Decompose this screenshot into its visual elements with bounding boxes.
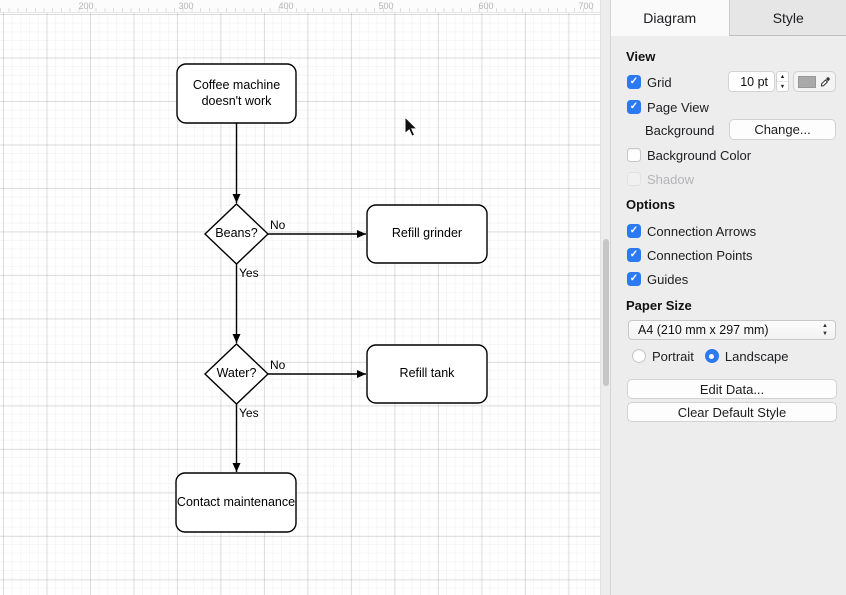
- shadow-row: Shadow: [627, 168, 694, 190]
- shadow-checkbox: [627, 172, 641, 186]
- ruler-label: 500: [378, 1, 394, 11]
- select-arrows-icon: ▲▼: [822, 323, 828, 337]
- orientation-radio-group: Portrait Landscape: [632, 346, 789, 366]
- node-refill-grinder[interactable]: [366, 204, 488, 264]
- format-panel: Diagram Style View ✓ Grid ▲ ▼ ✓ Page Vie…: [610, 0, 846, 595]
- page-view-checkbox[interactable]: ✓: [627, 100, 641, 114]
- node-start-label[interactable]: Coffee machine doesn't work: [192, 77, 281, 108]
- node-start[interactable]: [176, 63, 297, 124]
- page-view-label: Page View: [647, 99, 709, 115]
- shadow-label: Shadow: [647, 171, 694, 187]
- grid-checkbox[interactable]: ✓: [627, 75, 641, 89]
- node-beans-decision[interactable]: [203, 203, 270, 265]
- guides-label: Guides: [647, 271, 689, 287]
- portrait-label: Portrait: [652, 348, 694, 364]
- connection-arrows-label: Connection Arrows: [647, 223, 757, 239]
- node-refill-tank-label[interactable]: Refill tank: [399, 366, 455, 381]
- ruler-ticks: [0, 8, 600, 12]
- section-header-view: View: [626, 49, 656, 64]
- node-contact-maintenance[interactable]: [175, 472, 297, 533]
- node-water-label[interactable]: Water?: [216, 366, 257, 381]
- edge-label-yes[interactable]: Yes: [239, 406, 259, 420]
- edge-label-yes[interactable]: Yes: [239, 266, 259, 280]
- node-contact-label[interactable]: Contact maintenance: [176, 494, 296, 509]
- stepper-up-icon[interactable]: ▲: [777, 72, 788, 82]
- grid-color-button[interactable]: [793, 71, 836, 92]
- edit-data-button[interactable]: Edit Data...: [627, 379, 837, 399]
- tab-style[interactable]: Style: [728, 0, 846, 36]
- node-beans-label[interactable]: Beans?: [215, 226, 258, 241]
- stepper-down-icon[interactable]: ▼: [779, 83, 786, 90]
- background-label: Background: [645, 123, 715, 138]
- guides-row: ✓ Guides: [627, 268, 688, 290]
- background-color-label: Background Color: [647, 147, 752, 163]
- ruler-label: 400: [278, 1, 294, 11]
- paper-size-select[interactable]: A4 (210 mm x 297 mm) ▲▼: [628, 320, 836, 340]
- eyedropper-icon: [821, 76, 830, 87]
- diagram-canvas[interactable]: 200 300 400 500 600 700: [0, 0, 600, 595]
- landscape-radio[interactable]: [704, 349, 719, 363]
- clear-default-style-button[interactable]: Clear Default Style: [627, 402, 837, 422]
- node-refill-tank[interactable]: [366, 344, 488, 404]
- section-header-options: Options: [626, 197, 676, 212]
- background-change-button[interactable]: Change...: [729, 119, 836, 140]
- panel-tabbar: Diagram Style: [611, 0, 846, 36]
- paper-size-selected-value: A4 (210 mm x 297 mm): [638, 323, 769, 337]
- connection-points-row: ✓ Connection Points: [627, 244, 753, 266]
- background-color-row: Background Color: [627, 144, 751, 166]
- horizontal-ruler: 200 300 400 500 600 700: [0, 0, 600, 13]
- vertical-scrollbar-track[interactable]: [600, 0, 610, 595]
- connection-points-label: Connection Points: [647, 247, 753, 263]
- edge-label-no[interactable]: No: [270, 218, 286, 232]
- landscape-label: Landscape: [724, 348, 789, 364]
- portrait-radio[interactable]: [632, 349, 646, 363]
- grid-color-swatch: [798, 75, 817, 88]
- edge-label-no[interactable]: No: [270, 358, 286, 372]
- ruler-label: 200: [78, 1, 94, 11]
- connection-arrows-checkbox[interactable]: ✓: [627, 224, 641, 238]
- guides-checkbox[interactable]: ✓: [627, 272, 641, 286]
- canvas-grid[interactable]: [0, 13, 600, 595]
- node-refill-grinder-label[interactable]: Refill grinder: [391, 226, 463, 241]
- connection-points-checkbox[interactable]: ✓: [627, 248, 641, 262]
- mouse-cursor-icon: [404, 115, 419, 137]
- grid-label: Grid: [647, 74, 672, 90]
- ruler-label: 600: [478, 1, 494, 11]
- section-header-paper-size: Paper Size: [626, 298, 692, 313]
- background-color-checkbox[interactable]: [627, 148, 641, 162]
- page-view-row: ✓ Page View: [627, 96, 709, 118]
- vertical-scrollbar-thumb[interactable]: [603, 239, 609, 386]
- grid-size-input[interactable]: [728, 71, 775, 92]
- tab-diagram[interactable]: Diagram: [611, 0, 729, 36]
- ruler-label: 300: [178, 1, 194, 11]
- ruler-label: 700: [578, 1, 594, 11]
- grid-size-stepper[interactable]: ▲ ▼: [776, 71, 789, 92]
- flowchart: [175, 63, 488, 533]
- grid-checkbox-row: ✓ Grid: [627, 71, 672, 93]
- connection-arrows-row: ✓ Connection Arrows: [627, 220, 756, 242]
- node-water-decision[interactable]: [203, 343, 270, 405]
